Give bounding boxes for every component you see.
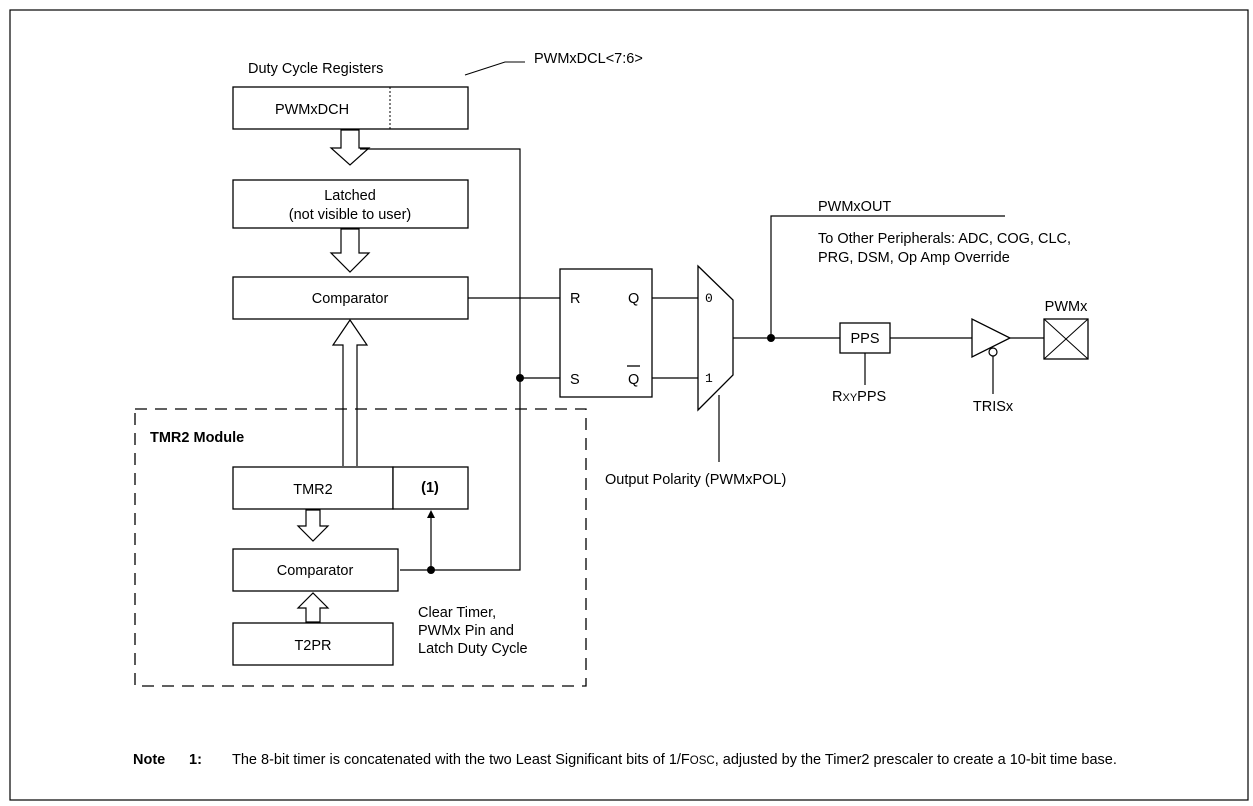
figure-frame <box>9 9 1249 801</box>
output-polarity-label: Output Polarity (PWMxPOL) <box>605 472 786 488</box>
junction-s <box>516 374 524 382</box>
note-text: The 8-bit timer is concatenated with the… <box>232 752 1117 768</box>
wire-latch-bus <box>360 148 521 571</box>
polarity-mux <box>697 264 734 412</box>
mux-input-1: 1 <box>705 371 713 386</box>
duty-cycle-registers-label: Duty Cycle Registers <box>248 61 383 77</box>
clear-timer-label-2: PWMx Pin and <box>418 623 514 639</box>
latched-sublabel: (not visible to user) <box>289 207 412 223</box>
reset-arrowhead <box>427 510 435 518</box>
pps-label: PPS <box>850 331 879 347</box>
sr-q-label: Q <box>628 291 639 307</box>
note-ref-label: (1) <box>421 480 439 496</box>
clear-timer-label-3: Latch Duty Cycle <box>418 641 528 657</box>
pin-cross-2 <box>1043 318 1089 360</box>
sr-s-label: S <box>570 372 580 388</box>
comparator-bottom <box>232 548 399 592</box>
latched-label: Latched <box>324 188 376 204</box>
peripherals-label-2: PRG, DSM, Op Amp Override <box>818 250 1010 266</box>
tmr2-module-boundary <box>134 408 587 687</box>
t2pr-register <box>232 622 394 666</box>
tmr2-label: TMR2 <box>293 482 332 498</box>
sr-r-label: R <box>570 291 580 307</box>
pwmxout-label: PWMxOUT <box>818 199 891 215</box>
sr-qbar-label: Q <box>628 372 639 388</box>
output-buffer <box>971 317 1012 359</box>
comparator-bottom-label: Comparator <box>277 563 354 579</box>
comparator-top <box>232 276 469 320</box>
trisx-label: TRISx <box>973 399 1014 415</box>
wire-pwmxout <box>770 215 1005 338</box>
pwmxdch-label: PWMxDCH <box>275 102 349 118</box>
bus-arrow-t2pr-to-comparator <box>296 592 330 623</box>
note-label: Note <box>133 752 166 768</box>
pwmx-label: PWMx <box>1045 299 1088 315</box>
pwmxdcl-label: PWMxDCL<7:6> <box>534 51 643 67</box>
peripherals-label-1: To Other Peripherals: ADC, COG, CLC, <box>818 231 1071 247</box>
note-number: 1: <box>189 752 202 768</box>
pwmxdcl-leader <box>464 61 525 76</box>
pwmxdch-register <box>232 86 469 130</box>
pps-block <box>839 322 891 354</box>
bus-arrow-tmr2-to-comparator-bottom <box>296 509 330 542</box>
mux-input-0: 0 <box>705 291 713 306</box>
t2pr-label: T2PR <box>294 638 331 654</box>
bus-arrow-dch-to-latched <box>329 129 371 166</box>
buffer-enable-bubble <box>988 347 998 357</box>
junction-comparator-out <box>427 566 435 574</box>
comparator-top-label: Comparator <box>312 291 389 307</box>
latched-register <box>232 179 469 229</box>
clear-timer-label-1: Clear Timer, <box>418 605 496 621</box>
tmr2-prescaler-bits <box>392 466 469 510</box>
bus-arrow-tmr2-to-comparator <box>331 318 369 466</box>
tmr2-module-label: TMR2 Module <box>150 430 244 446</box>
bus-arrow-latched-to-comparator <box>329 228 371 273</box>
sr-latch <box>559 268 653 398</box>
rxypps-label: RXYPPS <box>832 389 886 405</box>
